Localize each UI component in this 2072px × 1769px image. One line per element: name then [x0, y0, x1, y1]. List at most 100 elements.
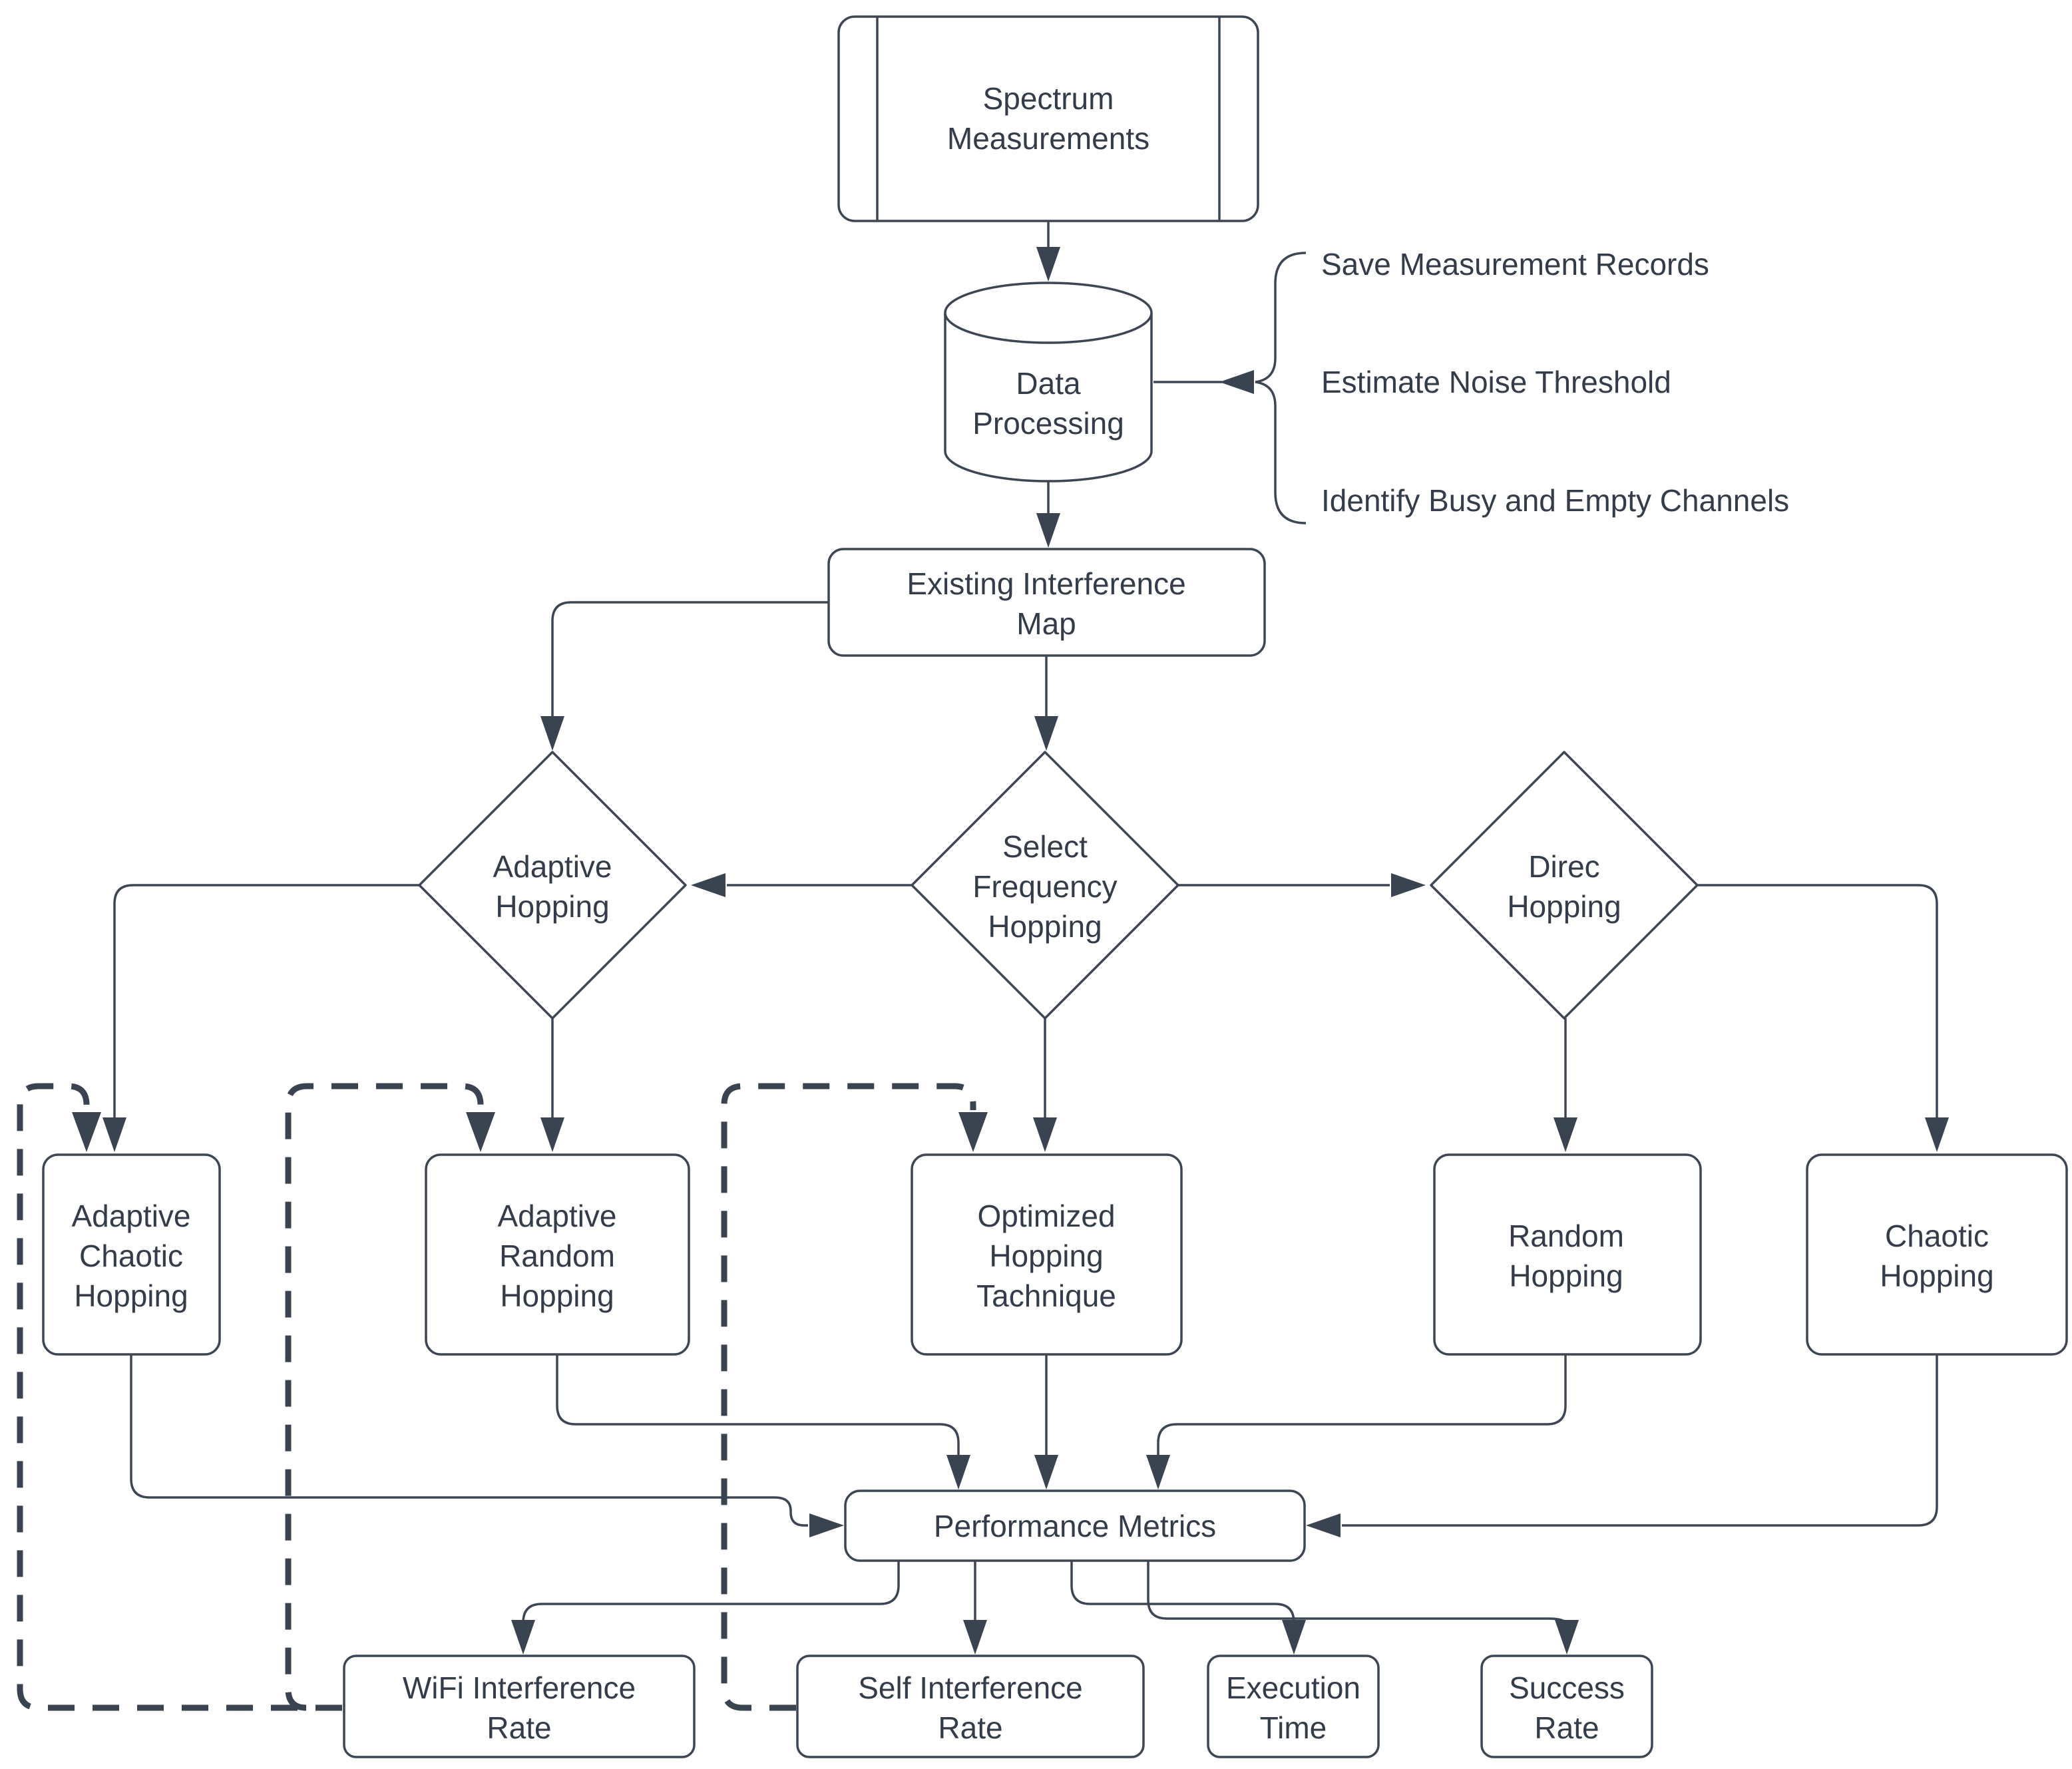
node-random-hopping-label-line-1: Random — [1508, 1219, 1624, 1253]
arrowhead-down-icon — [1036, 247, 1060, 282]
node-random-hopping-label-line-2: Hopping — [1509, 1259, 1623, 1293]
node-success-rate-shape — [1480, 1655, 1653, 1758]
node-optimized-hopping-tachnique-label-line-1: Optimized — [977, 1199, 1115, 1233]
arrowhead-down-icon — [1282, 1620, 1306, 1655]
node-adaptive-random-hopping-shape — [425, 1153, 690, 1356]
arrowhead-right-icon — [1391, 873, 1426, 897]
arrowhead-down-icon — [1034, 716, 1058, 751]
edge-adaptive-random-to-performance-metrics — [556, 1354, 970, 1489]
node-existing-interference-map: Existing Interference Map — [827, 548, 1266, 657]
edge-interference-map-to-select-frequency-hopping — [1034, 656, 1058, 751]
arrowhead-down-icon — [540, 716, 564, 751]
annotation-estimate-noise-threshold: Estimate Noise Threshold — [1321, 365, 1671, 399]
node-adaptive-random-hopping-label-line-3: Hopping — [500, 1278, 614, 1313]
edge-random-to-performance-metrics — [1146, 1354, 1567, 1489]
node-adaptive-hopping-shape — [418, 751, 687, 1020]
annotation-identify-busy-empty-channels: Identify Busy and Empty Channels — [1321, 483, 1789, 518]
arrowhead-down-icon — [1925, 1117, 1949, 1152]
arrowhead-down-icon — [1036, 513, 1060, 548]
node-adaptive-hopping-label-line-1: Adaptive — [493, 849, 612, 884]
node-execution-time: Execution Time — [1207, 1655, 1380, 1758]
edge-spectrum-to-data-processing — [1036, 221, 1060, 282]
node-chaotic-hopping-label-line-2: Hopping — [1880, 1259, 1993, 1293]
node-optimized-hopping-tachnique-label-line-2: Hopping — [989, 1239, 1103, 1273]
node-spectrum-measurements: Spectrum Measurements — [837, 15, 1259, 222]
node-data-processing-label-line-1: Data — [1016, 366, 1081, 401]
edge-select-to-adaptive-hopping — [691, 873, 912, 897]
edge-dashed-wifi-to-adaptive-chaotic — [17, 1083, 342, 1711]
node-adaptive-chaotic-hopping: Adaptive Chaotic Hopping — [42, 1153, 221, 1356]
edge-performance-metrics-to-success-rate — [1147, 1561, 1579, 1655]
node-performance-metrics-shape — [844, 1489, 1306, 1562]
node-select-frequency-hopping-label-line-2: Frequency — [972, 869, 1117, 904]
node-adaptive-chaotic-hopping-label-line-1: Adaptive — [71, 1199, 190, 1233]
node-direc-hopping-label-line-2: Hopping — [1507, 889, 1621, 924]
node-data-processing-label-line-2: Processing — [972, 406, 1124, 441]
node-self-interference-rate-shape — [796, 1655, 1145, 1758]
edge-performance-metrics-to-self-interference — [963, 1561, 987, 1655]
node-wifi-interference-rate-label-line-1: WiFi Interference — [403, 1671, 636, 1705]
node-adaptive-chaotic-hopping-shape — [42, 1153, 221, 1356]
node-chaotic-hopping-shape — [1806, 1153, 2068, 1356]
edge-performance-metrics-to-execution-time — [1070, 1561, 1306, 1655]
arrowhead-down-icon — [1033, 1117, 1057, 1152]
edge-optimized-to-performance-metrics — [1034, 1354, 1058, 1489]
node-direc-hopping: Direc Hopping — [1430, 751, 1699, 1020]
node-success-rate: Success Rate — [1480, 1655, 1653, 1758]
node-wifi-interference-rate-label-line-2: Rate — [487, 1710, 551, 1745]
edge-direc-to-chaotic-hopping — [1697, 884, 1949, 1152]
arrowhead-down-icon — [72, 1112, 101, 1152]
annotation-brace-group: Save Measurement Records Estimate Noise … — [1255, 247, 1789, 524]
node-optimized-hopping-tachnique-label-line-3: Tachnique — [976, 1278, 1116, 1313]
node-wifi-interference-rate-shape — [343, 1655, 696, 1758]
node-adaptive-random-hopping: Adaptive Random Hopping — [425, 1153, 690, 1356]
annotation-save-measurement-records: Save Measurement Records — [1321, 247, 1709, 282]
node-select-frequency-hopping: Select Frequency Hopping — [911, 751, 1179, 1020]
arrowhead-down-icon — [466, 1112, 495, 1152]
node-success-rate-label-line-2: Rate — [1534, 1710, 1599, 1745]
edge-performance-metrics-to-wifi-interference — [511, 1561, 900, 1655]
edge-interference-map-to-adaptive-hopping — [540, 601, 829, 751]
arrowhead-down-icon — [1146, 1455, 1170, 1489]
node-adaptive-random-hopping-label-line-1: Adaptive — [497, 1199, 616, 1233]
arrowhead-down-icon — [540, 1117, 564, 1152]
node-adaptive-chaotic-hopping-label-line-2: Chaotic — [79, 1239, 183, 1273]
edge-adaptive-hopping-to-adaptive-chaotic — [103, 884, 419, 1152]
arrowhead-right-icon — [809, 1513, 844, 1537]
node-success-rate-label-line-1: Success — [1509, 1671, 1625, 1705]
arrowhead-down-icon — [1034, 1455, 1058, 1489]
arrowhead-down-icon — [958, 1112, 988, 1152]
node-chaotic-hopping: Chaotic Hopping — [1806, 1153, 2068, 1356]
arrowhead-down-icon — [1555, 1620, 1579, 1655]
node-performance-metrics: Performance Metrics — [844, 1489, 1306, 1562]
edge-direc-to-random-hopping — [1554, 1018, 1577, 1152]
node-execution-time-label-line-1: Execution — [1226, 1671, 1360, 1705]
node-optimized-hopping-tachnique: Optimized Hopping Tachnique — [911, 1153, 1183, 1356]
node-adaptive-hopping-label-line-2: Hopping — [495, 889, 609, 924]
node-direc-hopping-label-line-1: Direc — [1528, 849, 1599, 884]
edge-dashed-self-to-optimized-hopping — [721, 1083, 988, 1711]
arrowhead-down-icon — [511, 1620, 535, 1655]
arrowhead-left-icon — [1219, 370, 1254, 394]
node-random-hopping: Random Hopping — [1433, 1153, 1702, 1356]
arrowhead-down-icon — [103, 1117, 126, 1152]
edge-dashed-wifi-to-adaptive-random — [285, 1083, 495, 1711]
node-select-frequency-hopping-shape — [911, 751, 1179, 1020]
node-optimized-hopping-tachnique-shape — [911, 1153, 1183, 1356]
curly-brace-icon — [1255, 252, 1307, 524]
node-adaptive-chaotic-hopping-label-line-3: Hopping — [74, 1278, 188, 1313]
node-select-frequency-hopping-label-line-3: Hopping — [988, 909, 1102, 944]
node-data-processing: Data Processing — [944, 282, 1153, 483]
edge-annotations-to-data-processing — [1153, 370, 1254, 394]
edge-adaptive-hopping-to-adaptive-random — [540, 1018, 564, 1152]
node-random-hopping-shape — [1433, 1153, 1702, 1356]
node-select-frequency-hopping-label-line-1: Select — [1002, 829, 1088, 864]
arrowhead-left-icon — [691, 873, 725, 897]
node-data-processing-shape — [944, 313, 1153, 483]
edge-adaptive-chaotic-to-performance-metrics — [130, 1354, 844, 1537]
edge-select-to-optimized-hopping — [1033, 1018, 1057, 1152]
node-chaotic-hopping-label-line-1: Chaotic — [1885, 1219, 1989, 1253]
node-performance-metrics-label: Performance Metrics — [934, 1509, 1216, 1543]
arrowhead-down-icon — [1554, 1117, 1577, 1152]
